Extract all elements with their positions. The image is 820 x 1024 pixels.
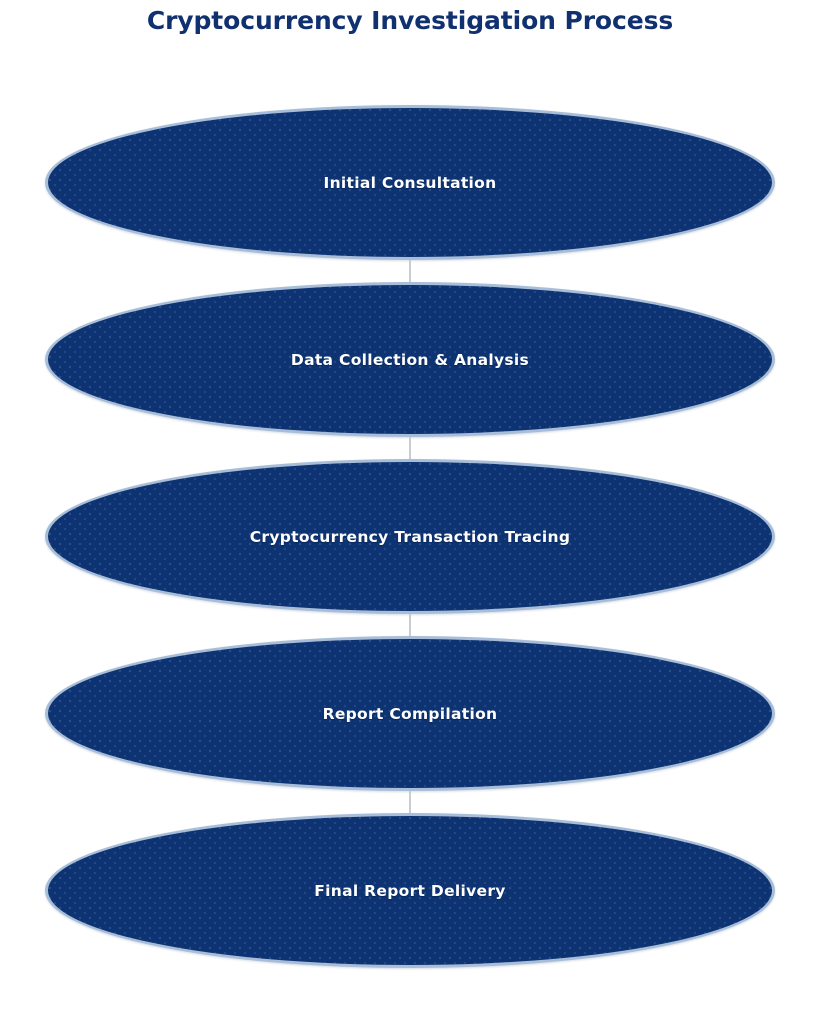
- stage-ellipse-3: [45, 459, 775, 614]
- stage-node-2[interactable]: Data Collection & Analysis: [45, 282, 775, 437]
- stage-node-1[interactable]: Initial Consultation: [45, 105, 775, 260]
- stage-connector-3-4: [409, 614, 411, 642]
- stage-ellipse-2: [45, 282, 775, 437]
- stage-node-5[interactable]: Final Report Delivery: [45, 813, 775, 968]
- stage-ellipse-1: [45, 105, 775, 260]
- stage-connector-4-5: [409, 791, 411, 819]
- stage-ellipse-5: [45, 813, 775, 968]
- stage-connector-2-3: [409, 437, 411, 465]
- stage-connector-1-2: [409, 260, 411, 288]
- page-title: Cryptocurrency Investigation Process: [146, 6, 674, 35]
- stage-node-3[interactable]: Cryptocurrency Transaction Tracing: [45, 459, 775, 614]
- stage-ellipse-4: [45, 636, 775, 791]
- stage-node-4[interactable]: Report Compilation: [45, 636, 775, 791]
